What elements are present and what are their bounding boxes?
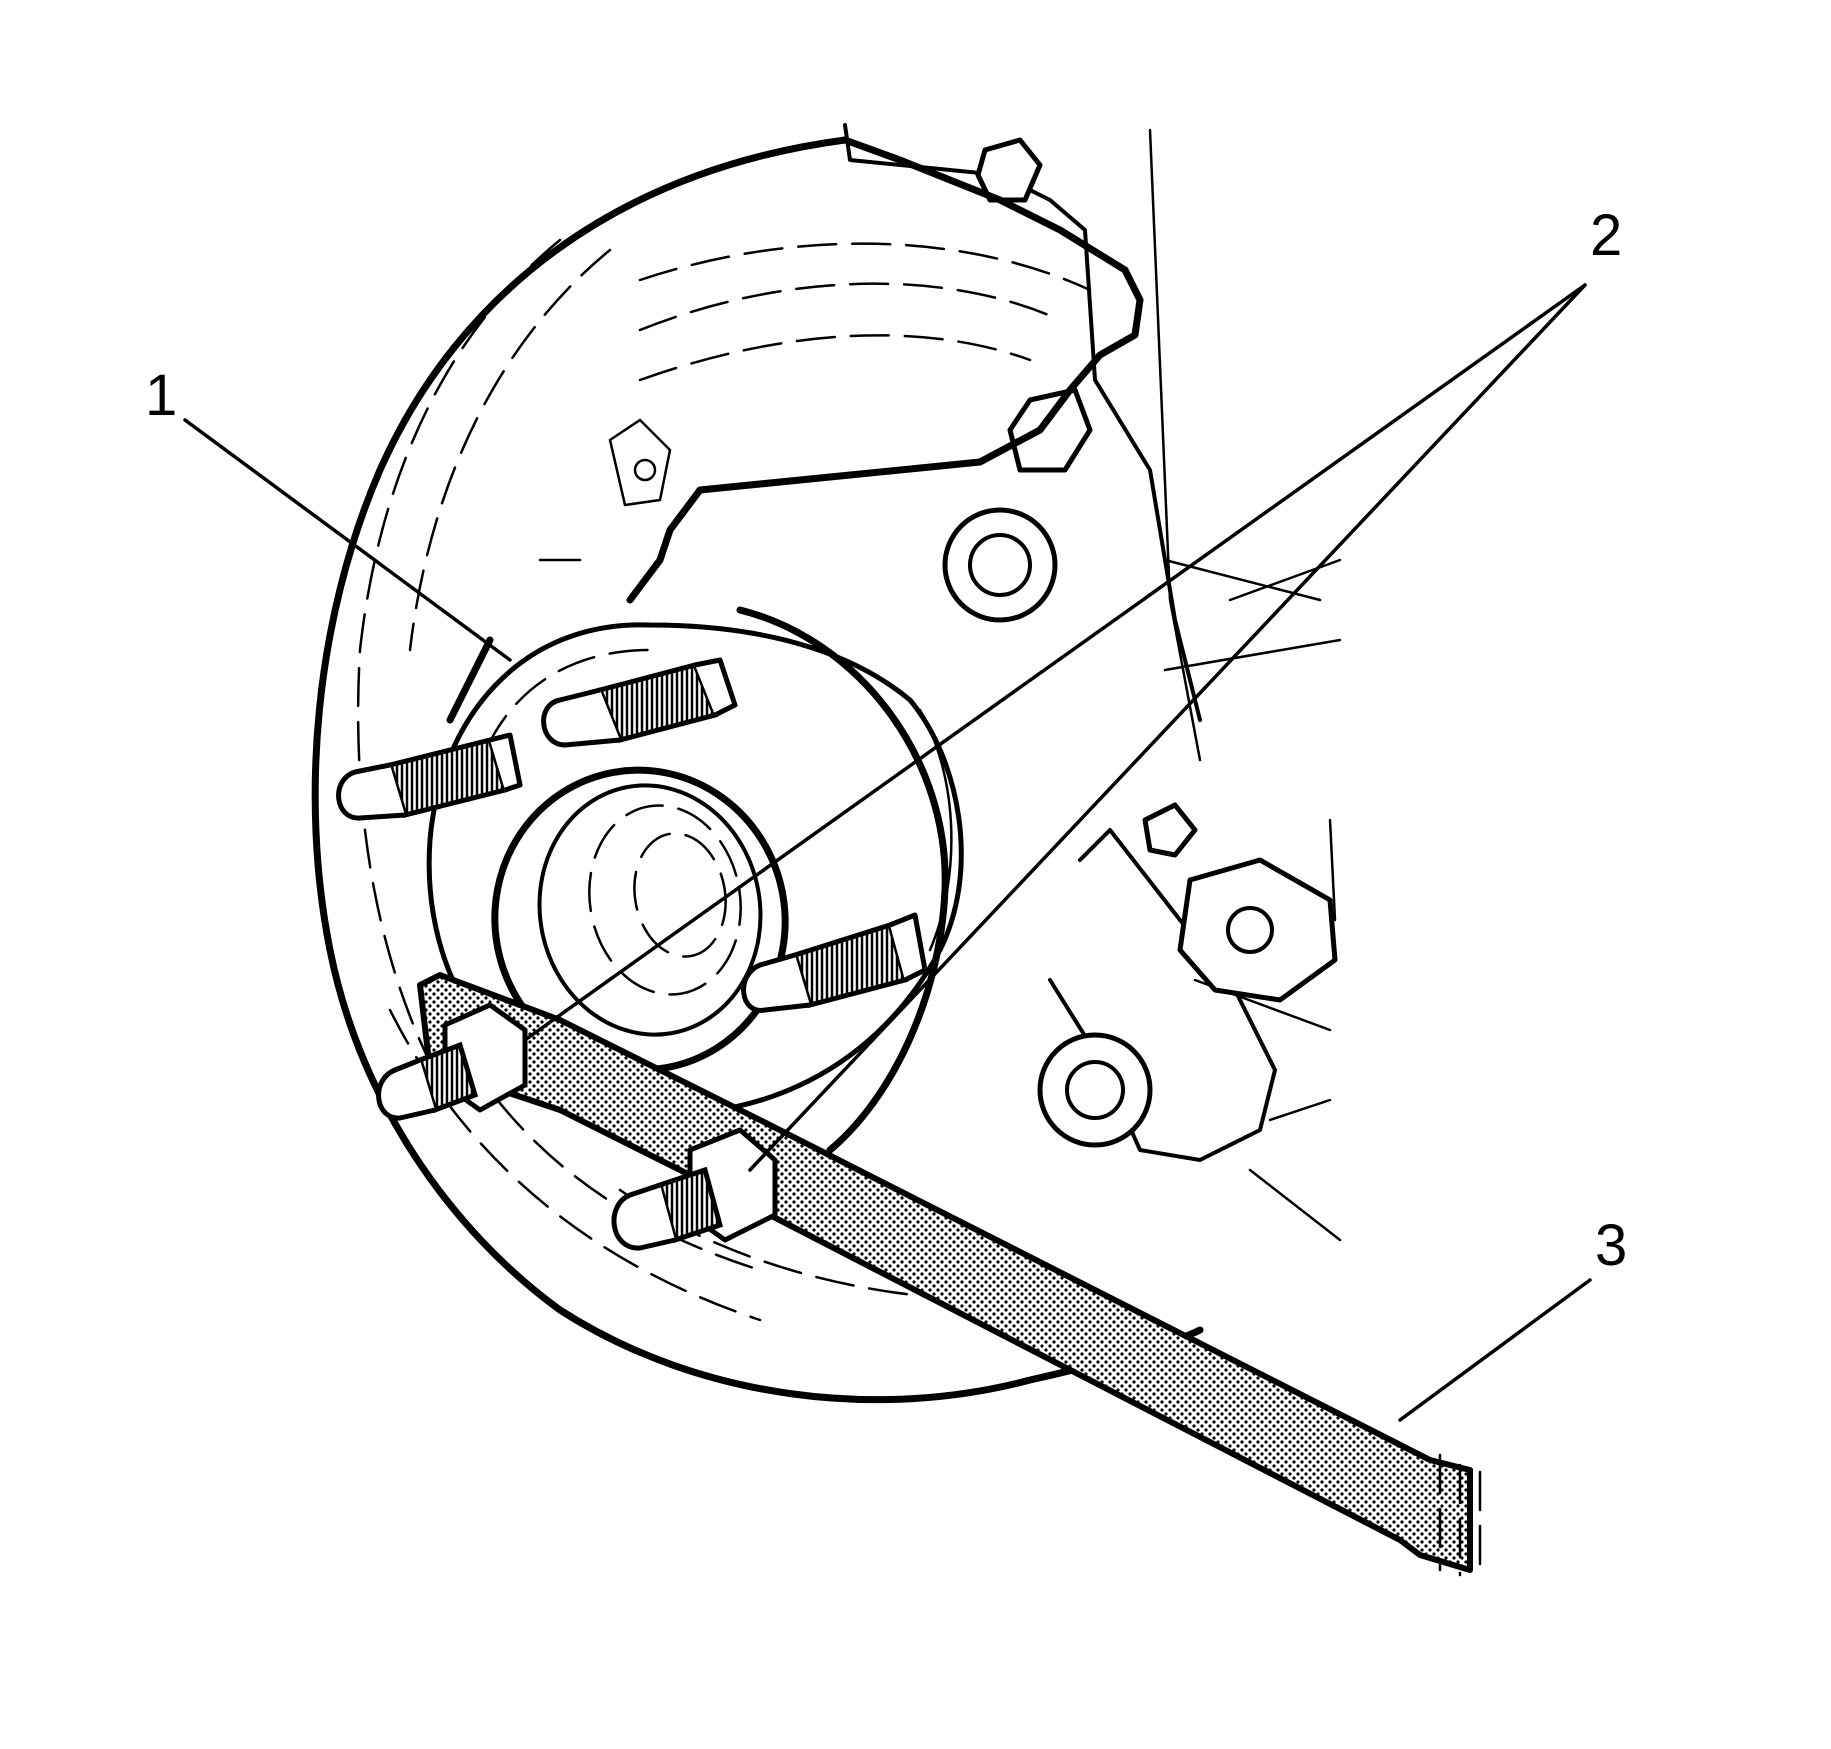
wheel-stud-right: [741, 912, 928, 1013]
lower-knuckle-bolt: [1037, 1032, 1153, 1148]
wheel-stud-upper: [541, 657, 738, 748]
callout-1: 1: [145, 363, 177, 428]
wheel-stud-left: [336, 732, 523, 821]
leader-line-2b: [748, 283, 1587, 1172]
callout-3: 3: [1595, 1213, 1627, 1278]
leader-line-1: [183, 418, 512, 662]
leader-lines: [183, 283, 1592, 1422]
brake-dust-shield: [311, 136, 1204, 1404]
leader-line-3: [1398, 1278, 1592, 1422]
tie-rod-end: [1142, 802, 1338, 1003]
callout-2: 2: [1590, 203, 1622, 268]
hub-holding-tool-bar: [417, 972, 1482, 1582]
leader-line-2a: [523, 283, 1587, 1042]
upper-knuckle-bolt: [942, 137, 1093, 623]
tool-nut-upper: [376, 1002, 528, 1121]
tool-nut-lower: [611, 1127, 778, 1251]
